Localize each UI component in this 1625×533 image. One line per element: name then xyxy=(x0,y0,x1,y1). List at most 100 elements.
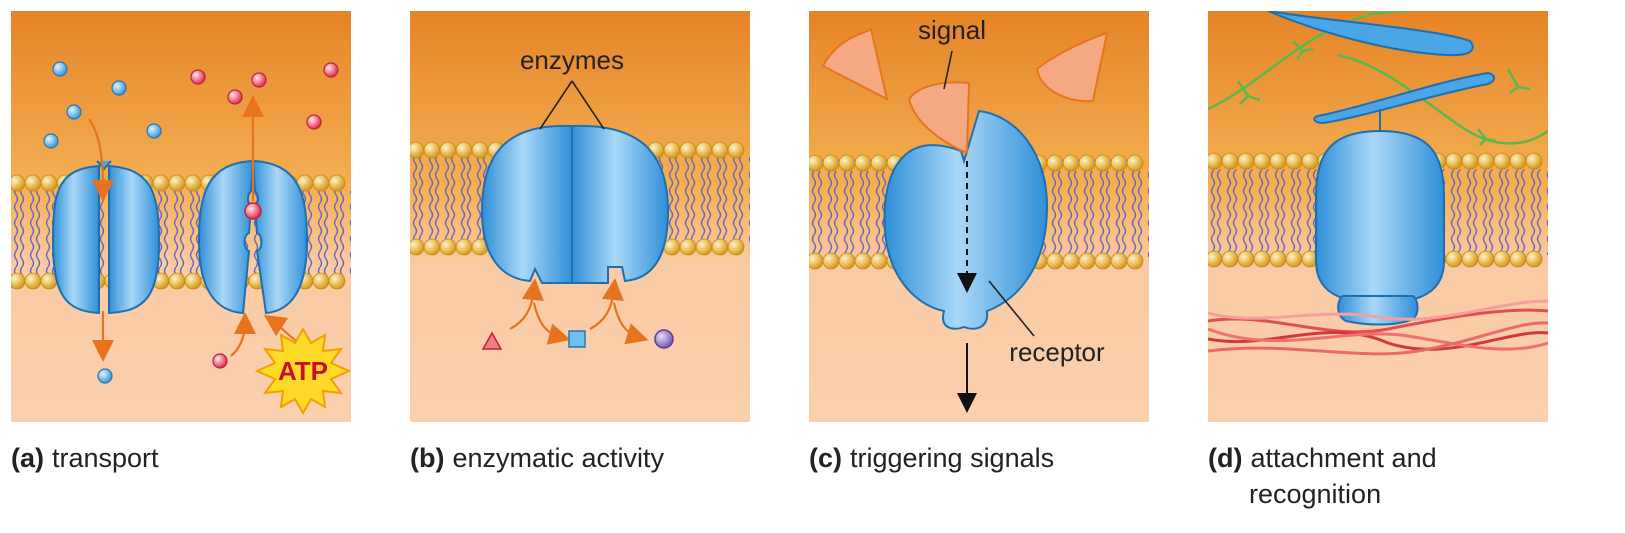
lipid-head xyxy=(1126,252,1144,270)
lipid-head xyxy=(679,141,697,159)
lipid-head xyxy=(40,174,58,192)
solute-molecules-blue xyxy=(43,61,162,384)
intermediate-square xyxy=(568,330,586,348)
lipid-head xyxy=(1285,250,1303,268)
lipid-head xyxy=(711,141,729,159)
caption-text: transport xyxy=(52,443,159,473)
lipid-head xyxy=(727,141,745,159)
lipid-head xyxy=(1509,250,1527,268)
lipid-head xyxy=(1493,152,1511,170)
signal-pointer xyxy=(943,50,953,90)
lipid-head xyxy=(1477,250,1495,268)
lipid-head xyxy=(663,141,681,159)
receptor-pointer xyxy=(988,280,1035,337)
caption-text: attachment and xyxy=(1250,443,1437,473)
lipid-head xyxy=(1269,152,1287,170)
solute-molecules-pink xyxy=(190,62,339,369)
atp-burst: ATP xyxy=(254,326,351,416)
lipid-head xyxy=(1525,250,1543,268)
lipid-head xyxy=(1525,152,1543,170)
transported-molecule xyxy=(244,202,262,220)
attachment-protein xyxy=(1315,129,1445,326)
lipid-head xyxy=(455,238,473,256)
lipid-head xyxy=(695,238,713,256)
caption-letter: (a) xyxy=(11,443,44,473)
lipid-head xyxy=(838,252,856,270)
enzyme-proteins xyxy=(480,124,670,284)
lipid-head xyxy=(679,238,697,256)
lipid-head xyxy=(870,154,888,172)
lipid-head xyxy=(1237,250,1255,268)
transport-arrows xyxy=(88,95,297,362)
lipid-head xyxy=(328,174,346,192)
caption-d: (d)attachment and recognition xyxy=(1208,440,1437,512)
lipid-head xyxy=(854,154,872,172)
lipid-head xyxy=(1110,154,1128,172)
enzymes-pointer-lines xyxy=(539,80,605,130)
lipid-head xyxy=(410,141,425,159)
product-circle xyxy=(654,329,674,349)
carrier-protein xyxy=(197,159,309,315)
lipid-head xyxy=(663,238,681,256)
lipid-head xyxy=(1253,250,1271,268)
lipid-head xyxy=(1253,152,1271,170)
lipid-head xyxy=(822,154,840,172)
caption-c: (c) triggering signals xyxy=(809,440,1054,476)
lipid-head xyxy=(312,272,330,290)
caption-letter: (d) xyxy=(1208,443,1243,473)
lipid-head xyxy=(1208,250,1223,268)
lipid-head xyxy=(711,238,729,256)
panel-transport: ATP xyxy=(11,11,351,422)
lipid-head xyxy=(312,174,330,192)
signal-molecules xyxy=(821,27,1109,155)
lipid-head xyxy=(184,174,202,192)
lipid-head xyxy=(1493,250,1511,268)
lipid-head xyxy=(1285,152,1303,170)
lipid-head xyxy=(1221,152,1239,170)
lipid-head xyxy=(838,154,856,172)
lipid-head xyxy=(152,174,170,192)
lipid-head xyxy=(1509,152,1527,170)
lipid-head xyxy=(1046,154,1064,172)
extracellular-matrix xyxy=(1208,11,1548,146)
reaction-arrows xyxy=(509,278,649,345)
atp-label: ATP xyxy=(278,356,328,386)
lipid-head xyxy=(423,238,441,256)
lipid-head xyxy=(439,238,457,256)
lipid-head xyxy=(455,141,473,159)
lipid-head xyxy=(1237,152,1255,170)
lipid-head xyxy=(40,272,58,290)
caption-letter: (c) xyxy=(809,443,842,473)
lipid-head xyxy=(1461,152,1479,170)
lipid-head xyxy=(1062,252,1080,270)
caption-letter: (b) xyxy=(410,443,445,473)
lipid-head xyxy=(1221,250,1239,268)
panel-attachment xyxy=(1208,11,1548,422)
lipid-head xyxy=(439,141,457,159)
caption-b: (b)enzymatic activity xyxy=(410,440,664,476)
substrate-triangle xyxy=(481,331,503,350)
lipid-head xyxy=(24,272,42,290)
lipid-head xyxy=(822,252,840,270)
panel-signals: signal receptor xyxy=(809,11,1149,422)
lipid-head xyxy=(1477,152,1495,170)
enzymes-label: enzymes xyxy=(520,45,624,75)
bound-signal xyxy=(907,81,971,155)
lipid-head xyxy=(471,141,489,159)
lipid-head xyxy=(1126,154,1144,172)
caption-text: triggering signals xyxy=(850,443,1055,473)
receptor-protein xyxy=(883,109,1049,330)
glycoprotein-fibers xyxy=(1267,11,1495,125)
channel-protein xyxy=(51,160,161,315)
lipid-head xyxy=(423,141,441,159)
lipid-head xyxy=(410,238,425,256)
lipid-head xyxy=(1445,152,1463,170)
cytoskeleton-fibers xyxy=(1208,299,1548,356)
caption-text: enzymatic activity xyxy=(452,443,665,473)
lipid-head xyxy=(184,272,202,290)
caption-a: (a) transport xyxy=(11,440,159,476)
lipid-head xyxy=(168,272,186,290)
lipid-head xyxy=(1062,154,1080,172)
lipid-head xyxy=(1094,252,1112,270)
lipid-head xyxy=(11,272,26,290)
